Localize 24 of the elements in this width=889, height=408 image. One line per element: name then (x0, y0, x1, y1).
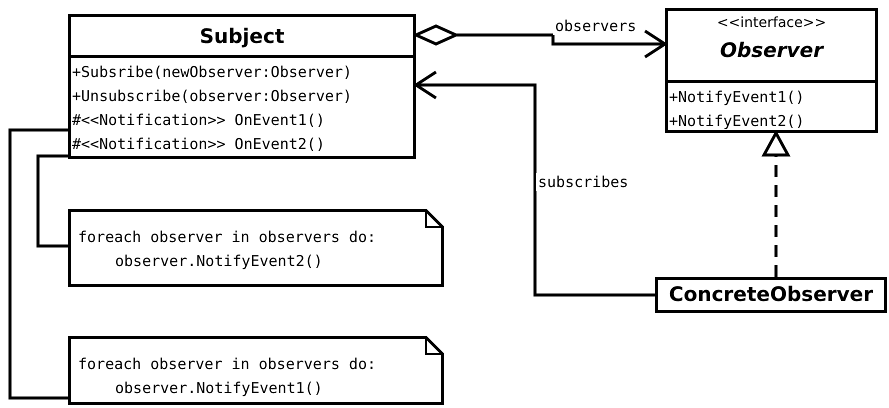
arrow (414, 70, 655, 296)
stereotype-label: <<interface>> (716, 14, 828, 31)
code-text: observer.NotifyEvent1() (115, 378, 323, 399)
method-text: #<<Notification>> OnEvent1() (71, 110, 326, 131)
method-text: +Subsribe(newObserver:Observer) (71, 62, 353, 83)
method-text: +NotifyEvent2() (668, 111, 806, 132)
class-name: Observer (668, 31, 875, 83)
note-box (68, 209, 444, 287)
class-box (68, 14, 416, 159)
class-box (655, 277, 887, 313)
connector-line (36, 154, 68, 248)
method-text: +NotifyEvent1() (668, 87, 806, 108)
note-box (68, 336, 444, 405)
class-name: ConcreteObserver (668, 281, 874, 308)
arrow (414, 24, 666, 58)
code-text: observer.NotifyEvent2() (115, 251, 323, 272)
connector-line (8, 128, 68, 400)
dashed-arrow (762, 132, 790, 277)
method-text: +Unsubscribe(observer:Observer) (71, 86, 353, 107)
method-text: #<<Notification>> OnEvent2() (71, 134, 326, 155)
code-text: foreach observer in observers do: (78, 354, 376, 375)
interface-box (665, 8, 878, 133)
class-name: Subject (71, 17, 413, 58)
code-text: foreach observer in observers do: (78, 227, 376, 248)
